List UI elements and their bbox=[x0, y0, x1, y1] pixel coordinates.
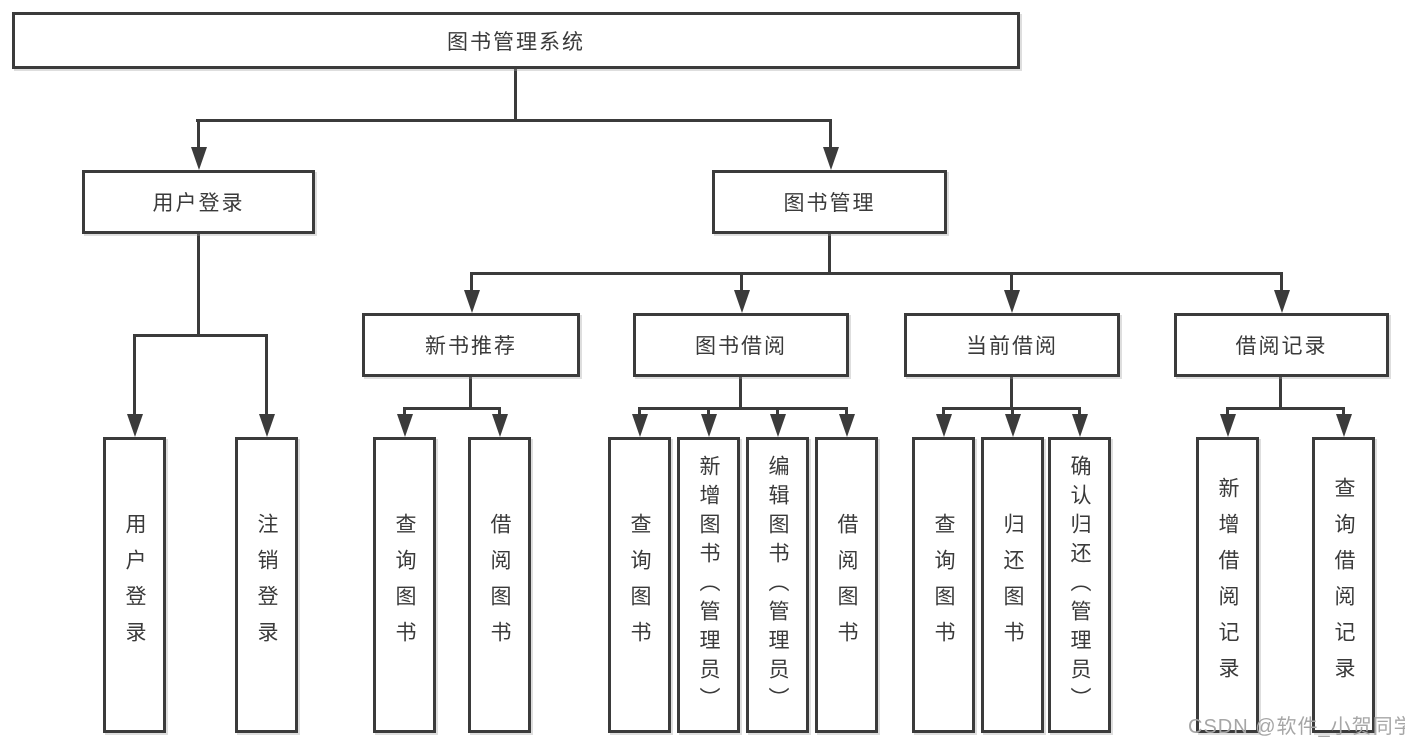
leaf-label: 借阅图书 bbox=[835, 513, 858, 657]
connector-user-login-stem bbox=[197, 234, 200, 337]
connector-new-book-recommend-distributor bbox=[403, 407, 501, 410]
arrow-down-to-new-book-recommend bbox=[470, 272, 473, 290]
arrow-down-to-leaf-user-login bbox=[133, 334, 136, 414]
leaf-label: 归还图书 bbox=[1001, 513, 1024, 657]
connector-root-distributor bbox=[196, 119, 832, 122]
leaf-label: 新增借阅记录 bbox=[1216, 477, 1239, 693]
leaf-label: 注销登录 bbox=[255, 513, 278, 657]
arrow-down-to-br-query-record bbox=[1342, 407, 1345, 414]
node-label: 图书借阅 bbox=[695, 335, 787, 358]
node-book-borrow: 图书借阅 bbox=[633, 313, 849, 377]
leaf-user-login: 用户登录 bbox=[103, 437, 166, 733]
arrow-down-to-leaf-logout bbox=[265, 334, 268, 414]
arrow-down-to-user-login bbox=[197, 119, 200, 147]
leaf-label: 新增图书（管理员） bbox=[697, 454, 720, 716]
node-new-book-recommend: 新书推荐 bbox=[362, 313, 580, 377]
node-label: 图书管理系统 bbox=[447, 30, 585, 54]
leaf-label: 查询图书 bbox=[393, 513, 416, 657]
node-label: 图书管理 bbox=[783, 192, 876, 215]
leaf-cb-confirm-return: 确认归还（管理员） bbox=[1048, 437, 1111, 733]
arrow-down-to-cb-confirm-return bbox=[1078, 407, 1081, 414]
connector-book-management-distributor bbox=[470, 272, 1282, 275]
leaf-label: 编辑图书（管理员） bbox=[766, 454, 789, 716]
node-user-login: 用户登录 bbox=[82, 170, 315, 234]
connector-borrow-records-stem bbox=[1279, 377, 1282, 410]
arrow-down-to-cb-return-books bbox=[1011, 407, 1014, 414]
arrow-down-to-nb-query-books bbox=[403, 407, 406, 414]
node-borrow-records: 借阅记录 bbox=[1174, 313, 1389, 377]
connector-current-borrow-stem bbox=[1010, 377, 1013, 410]
leaf-br-query-record: 查询借阅记录 bbox=[1312, 437, 1375, 733]
leaf-nb-query-books: 查询图书 bbox=[373, 437, 436, 733]
leaf-label: 确认归还（管理员） bbox=[1068, 454, 1091, 716]
leaf-label: 查询借阅记录 bbox=[1332, 477, 1355, 693]
node-root-system: 图书管理系统 bbox=[12, 12, 1020, 69]
leaf-label: 借阅图书 bbox=[488, 513, 511, 657]
leaf-bb-borrow-books: 借阅图书 bbox=[815, 437, 878, 733]
connector-new-book-recommend-stem bbox=[469, 377, 472, 410]
arrow-down-to-borrow-records bbox=[1280, 272, 1283, 290]
arrow-down-to-bb-borrow-books bbox=[845, 407, 848, 414]
connector-book-borrow-stem bbox=[739, 377, 742, 410]
arrow-down-to-br-add-record bbox=[1226, 407, 1229, 414]
arrow-down-to-bb-edit-books bbox=[776, 407, 779, 414]
node-current-borrow: 当前借阅 bbox=[904, 313, 1120, 377]
node-book-management: 图书管理 bbox=[712, 170, 947, 234]
connector-book-borrow-distributor bbox=[638, 407, 848, 410]
leaf-logout: 注销登录 bbox=[235, 437, 298, 733]
connector-user-login-distributor bbox=[133, 334, 268, 337]
leaf-nb-borrow-books: 借阅图书 bbox=[468, 437, 531, 733]
leaf-cb-query-books: 查询图书 bbox=[912, 437, 975, 733]
connector-borrow-records-distributor bbox=[1226, 407, 1345, 410]
node-label: 用户登录 bbox=[152, 192, 245, 215]
connector-root-stem bbox=[514, 69, 517, 122]
leaf-label: 用户登录 bbox=[123, 513, 146, 657]
node-label: 当前借阅 bbox=[966, 335, 1058, 358]
leaf-bb-add-books: 新增图书（管理员） bbox=[677, 437, 740, 733]
arrow-down-to-nb-borrow-books bbox=[498, 407, 501, 414]
arrow-down-to-cb-query-books bbox=[942, 407, 945, 414]
leaf-bb-query-books: 查询图书 bbox=[608, 437, 671, 733]
arrow-down-to-book-management bbox=[829, 119, 832, 147]
leaf-bb-edit-books: 编辑图书（管理员） bbox=[746, 437, 809, 733]
node-label: 借阅记录 bbox=[1235, 335, 1328, 358]
arrow-down-to-bb-query-books bbox=[638, 407, 641, 414]
node-label: 新书推荐 bbox=[425, 335, 517, 358]
connector-book-management-stem bbox=[828, 234, 831, 275]
leaf-cb-return-books: 归还图书 bbox=[981, 437, 1044, 733]
arrow-down-to-current-borrow bbox=[1010, 272, 1013, 290]
leaf-label: 查询图书 bbox=[628, 513, 651, 657]
leaf-label: 查询图书 bbox=[932, 513, 955, 657]
arrow-down-to-bb-add-books bbox=[707, 407, 710, 414]
arrow-down-to-book-borrow bbox=[740, 272, 743, 290]
leaf-br-add-record: 新增借阅记录 bbox=[1196, 437, 1259, 733]
csdn-watermark: CSDN @软件_小贺同学 bbox=[1188, 716, 1405, 738]
